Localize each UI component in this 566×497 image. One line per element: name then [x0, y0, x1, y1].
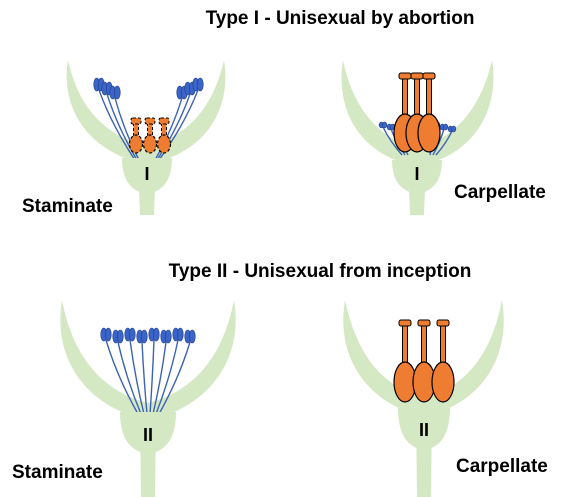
anther-lobe — [382, 122, 386, 128]
type-1-staminate-rudimentary-carpels — [130, 118, 171, 153]
stigma — [145, 118, 155, 124]
stigma — [399, 73, 411, 79]
type-2-carpellate-label: Carpellate — [456, 456, 548, 477]
rudimentary-carpel — [130, 118, 143, 153]
type-1-carpellate-carpels — [394, 73, 440, 152]
type-1-carpellate-label: Carpellate — [454, 182, 546, 203]
stigma — [399, 320, 411, 326]
stigma — [418, 320, 430, 326]
type-2-title: Type II - Unisexual from inception — [169, 261, 472, 282]
stigma — [411, 73, 423, 79]
carpel — [432, 320, 454, 402]
anther-lobe — [177, 328, 183, 341]
anther-lobe — [189, 330, 195, 343]
carpel — [413, 320, 435, 402]
anther-lobe — [443, 124, 447, 130]
stigma — [159, 118, 169, 124]
ovary — [130, 135, 143, 153]
type-1-staminate-label: Staminate — [22, 196, 113, 217]
anther-lobe — [197, 78, 203, 91]
type-2-carpellate-carpels — [394, 320, 454, 402]
rudimentary-carpel — [144, 118, 157, 153]
type-1-staminate-flower: I — [67, 60, 226, 215]
stigma — [131, 118, 141, 124]
type-2-carpellate-numeral: II — [419, 420, 429, 440]
type-1-carpellate-numeral: I — [414, 164, 419, 184]
type-2-staminate-label: Staminate — [12, 462, 103, 483]
ovary — [418, 114, 440, 152]
type-1-title: Type I - Unisexual by abortion — [206, 8, 475, 29]
anther-lobe — [117, 330, 123, 343]
anther-lobe — [141, 330, 147, 343]
anther-lobe — [165, 330, 171, 343]
ovary — [432, 362, 454, 402]
stigma — [423, 73, 435, 79]
anther-lobe — [451, 126, 455, 132]
anther-lobe — [105, 328, 111, 341]
rudimentary-carpel — [158, 118, 171, 153]
ovary — [158, 135, 171, 153]
anther-lobe — [153, 328, 159, 341]
stigma — [437, 320, 449, 326]
carpel — [394, 320, 416, 402]
ovary — [144, 135, 157, 153]
type-1-staminate-numeral: I — [144, 164, 149, 184]
anther-lobe — [114, 86, 120, 99]
carpel — [418, 73, 440, 152]
type-2-staminate-numeral: II — [143, 425, 153, 445]
anther-lobe — [129, 328, 135, 341]
